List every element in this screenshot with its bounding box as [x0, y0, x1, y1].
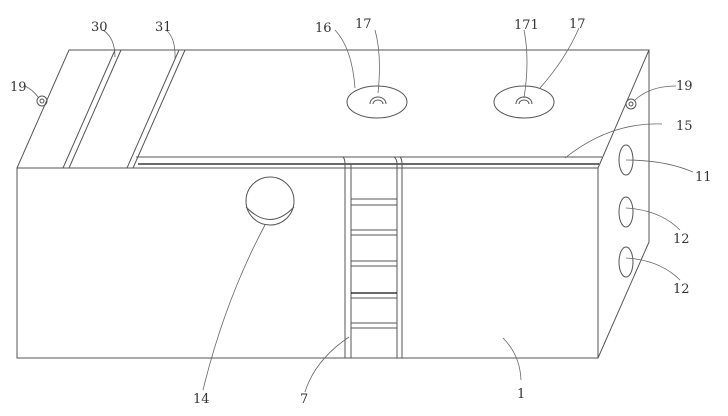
label-17-right: 17 — [569, 17, 586, 32]
bolt-19-left — [36, 95, 48, 107]
label-11: 11 — [695, 170, 712, 185]
box-body — [16, 49, 650, 359]
label-171: 171 — [514, 18, 539, 33]
bolt-19-right — [625, 98, 637, 110]
label-12-lower: 12 — [673, 282, 690, 297]
label-1: 1 — [517, 387, 525, 402]
slot-15 — [136, 156, 602, 165]
leader-lines — [24, 27, 694, 393]
label-12-upper: 12 — [673, 232, 690, 247]
strip-31 — [126, 49, 186, 169]
port-12-lower — [618, 246, 634, 278]
label-30: 30 — [91, 20, 108, 35]
lid-16 — [346, 85, 408, 119]
ladder-7 — [342, 156, 403, 358]
port-12-upper — [618, 196, 634, 228]
strip-30 — [62, 49, 122, 169]
lid-171 — [493, 85, 555, 119]
label-17-left: 17 — [355, 17, 372, 32]
label-7: 7 — [300, 392, 308, 407]
label-19-left: 19 — [10, 80, 27, 95]
front-face — [16, 167, 599, 359]
label-16: 16 — [315, 21, 332, 36]
label-14: 14 — [193, 392, 210, 407]
knob-14 — [245, 176, 295, 226]
top-face — [16, 49, 650, 169]
label-15: 15 — [676, 119, 693, 134]
side-face — [597, 50, 650, 359]
label-19-right: 19 — [676, 79, 693, 94]
label-31: 31 — [155, 20, 172, 35]
